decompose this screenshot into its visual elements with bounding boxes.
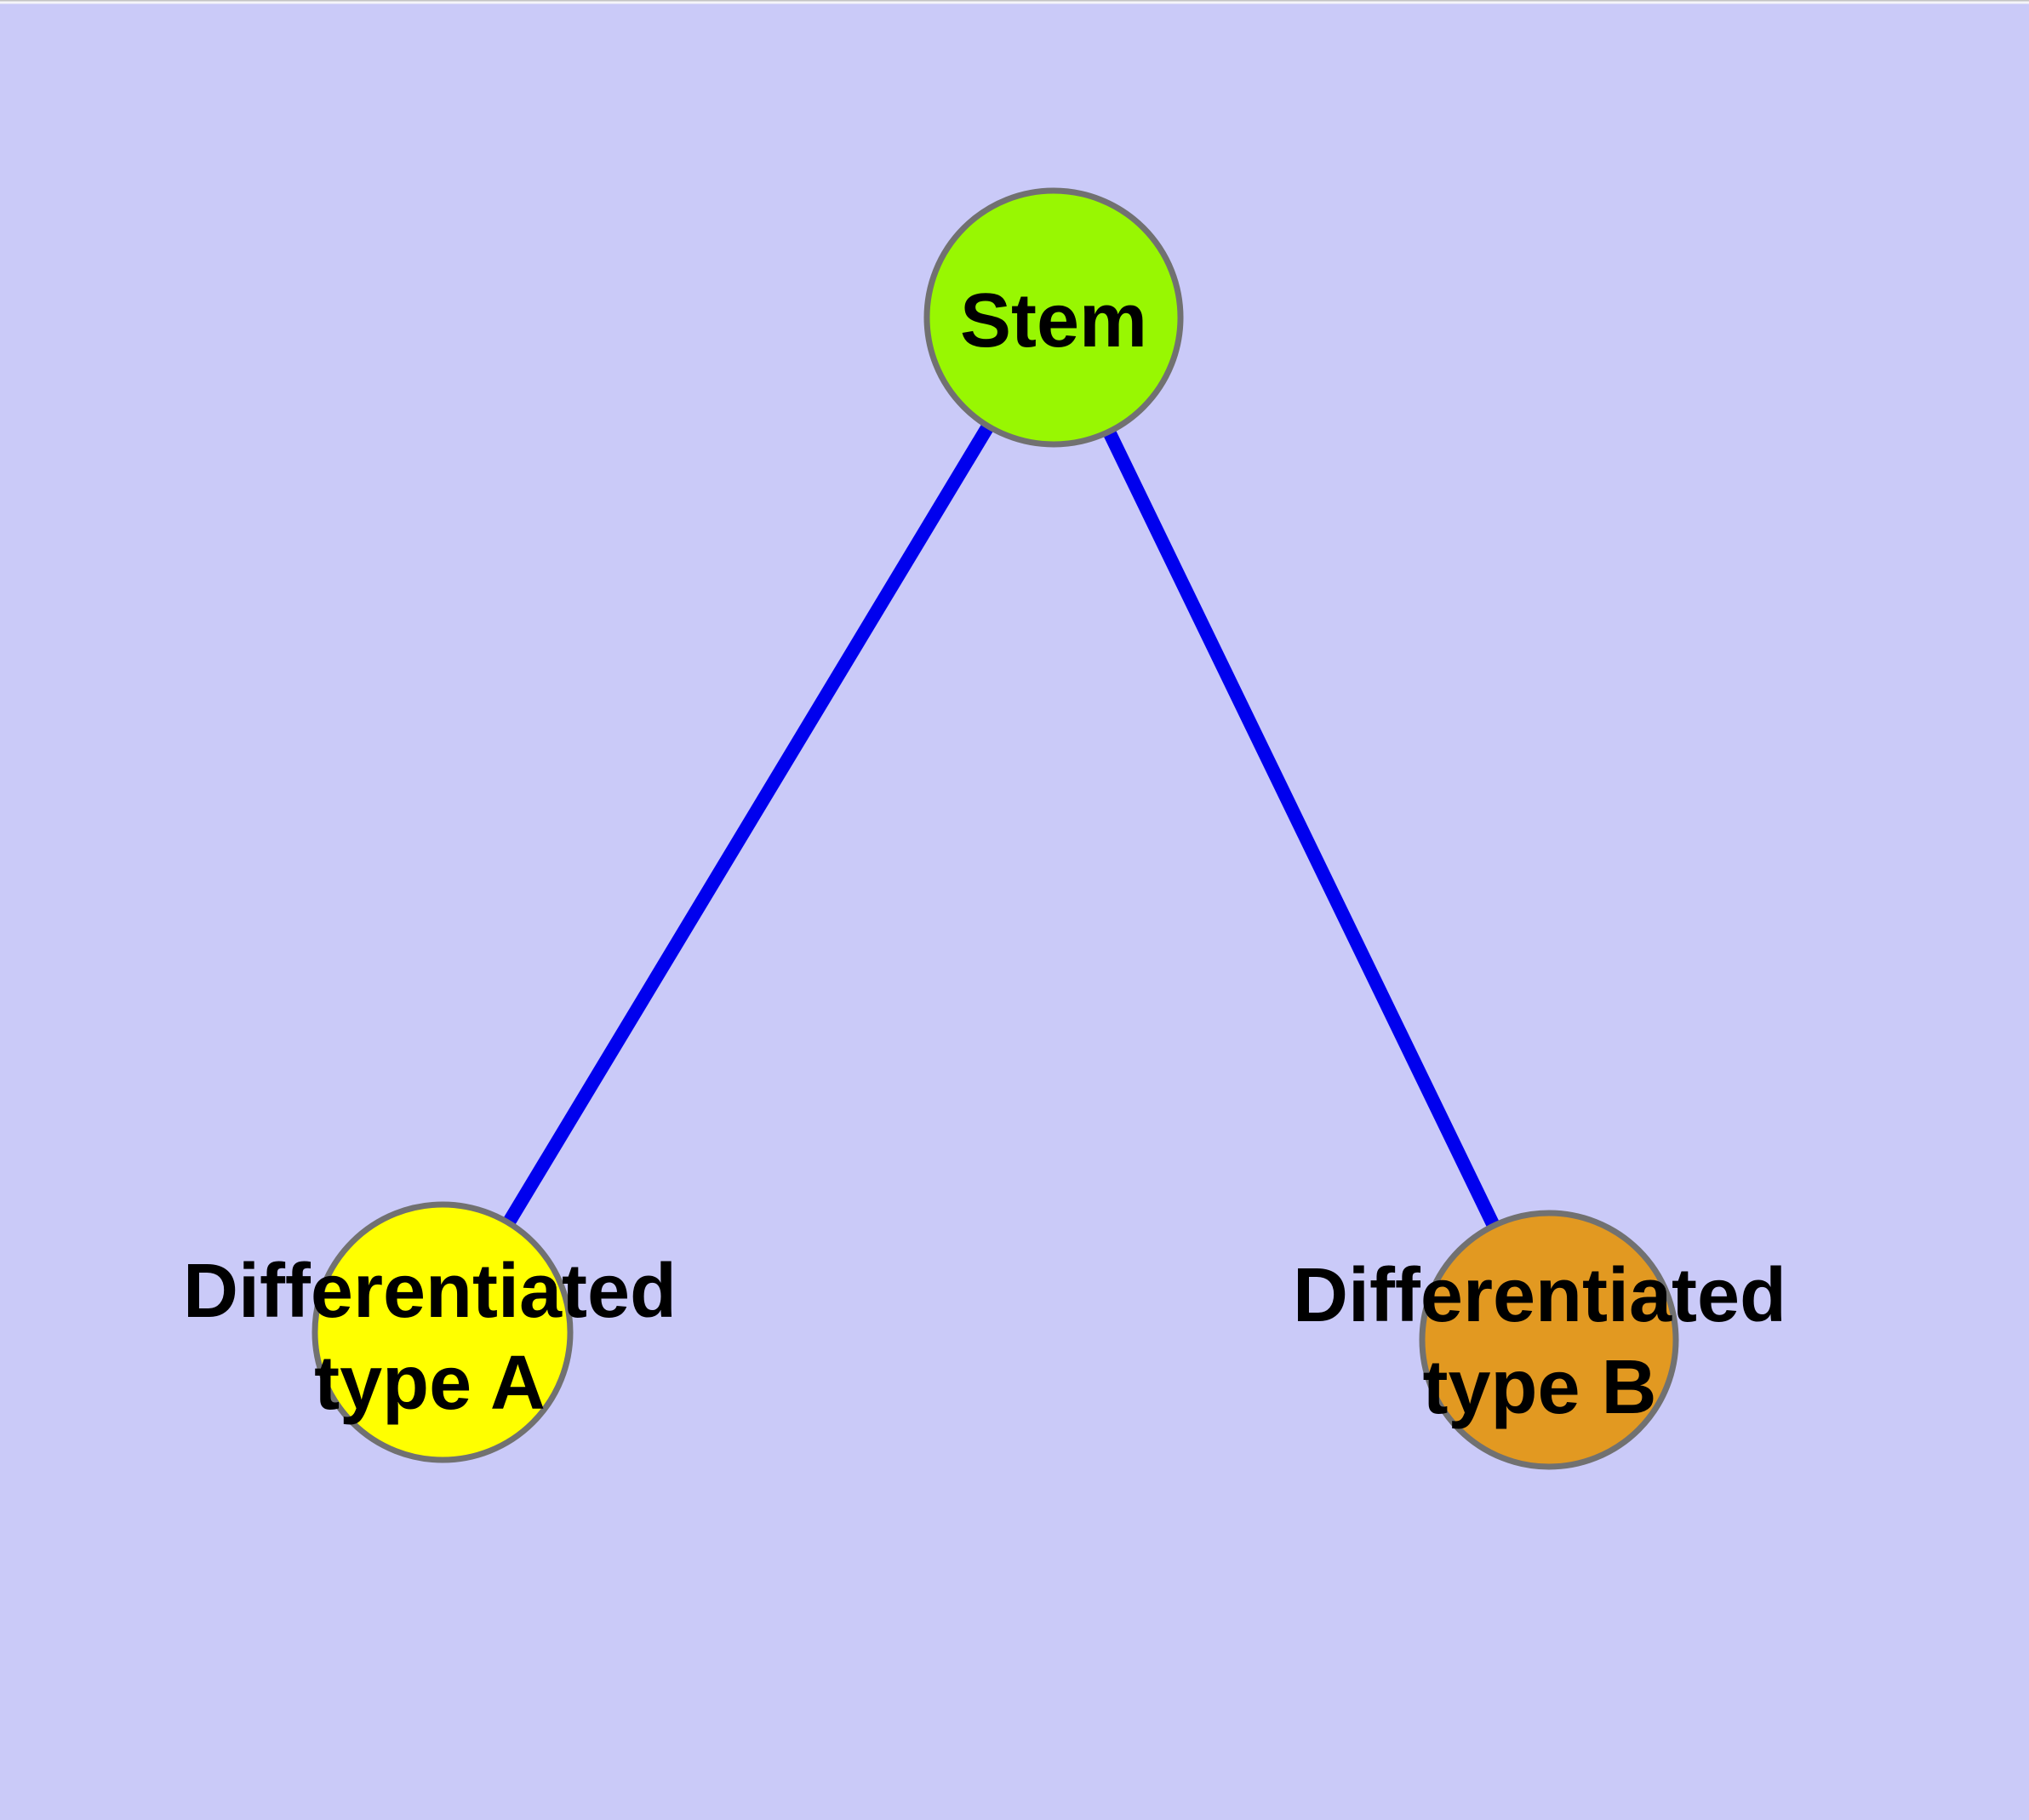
- node-differentiated-type-a[interactable]: [311, 1201, 574, 1463]
- node-differentiated-type-b[interactable]: [1419, 1210, 1679, 1470]
- node-type-a-label-line2: type A: [314, 1341, 546, 1426]
- node-type-b-label-line2: type B: [1422, 1345, 1656, 1430]
- node-type-b-label-line1: Differentiated: [1293, 1253, 1786, 1338]
- node-stem[interactable]: [923, 187, 1184, 448]
- node-type-a-label-line1: Differentiated: [183, 1249, 677, 1334]
- edge-stem-to-type-a: [437, 313, 1060, 1336]
- node-stem-label: Stem: [960, 278, 1147, 363]
- top-edge-line: [0, 0, 2029, 2]
- edge-stem-to-type-b: [1047, 314, 1556, 1343]
- top-edge-highlight: [0, 1, 2029, 4]
